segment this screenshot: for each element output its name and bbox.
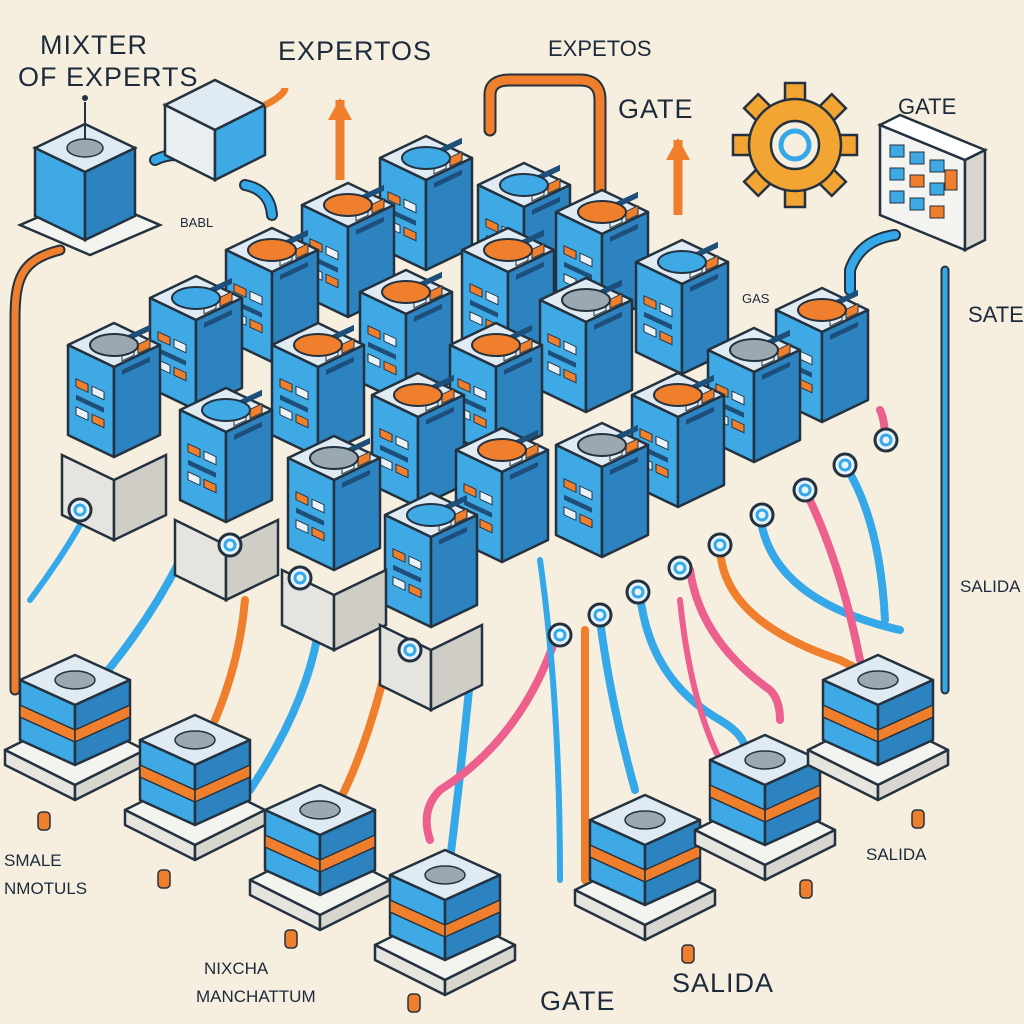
- label-babl: BABL: [180, 215, 214, 230]
- title-line2: OF EXPERTS: [18, 62, 199, 92]
- label-manchattum: MANCHATTUM: [196, 987, 316, 1006]
- router-cube-icon: [162, 78, 289, 183]
- label-nmotuls: NMOTULS: [4, 879, 88, 898]
- arrow-up-icon: [328, 98, 690, 215]
- expert-dials: [89, 146, 847, 527]
- node-tabs: [37, 809, 925, 1013]
- gear-icon: [731, 81, 859, 209]
- label-expetos: EXPETOS: [548, 36, 652, 61]
- label-salida-right: SALIDA: [960, 577, 1021, 596]
- label-gate-bottom: GATE: [540, 986, 616, 1016]
- label-smale: SMALE: [4, 851, 62, 870]
- title-line1: MIXTER: [40, 30, 149, 60]
- label-nixcha: NIXCHA: [204, 959, 269, 978]
- control-panel-icon: [876, 113, 989, 253]
- output-node-icons: [3, 653, 950, 997]
- label-salida-mid: SALIDA: [866, 845, 927, 864]
- label-gas: GAS: [742, 291, 770, 306]
- pipes: [9, 73, 950, 884]
- label-salida-bottom: SALIDA: [672, 968, 775, 998]
- label-sate: SATE: [968, 302, 1024, 327]
- label-expertos: EXPERTOS: [278, 36, 433, 66]
- input-cube-icon: [16, 95, 164, 257]
- label-gate-top: GATE: [618, 94, 694, 124]
- label-gate-right: GATE: [898, 94, 957, 119]
